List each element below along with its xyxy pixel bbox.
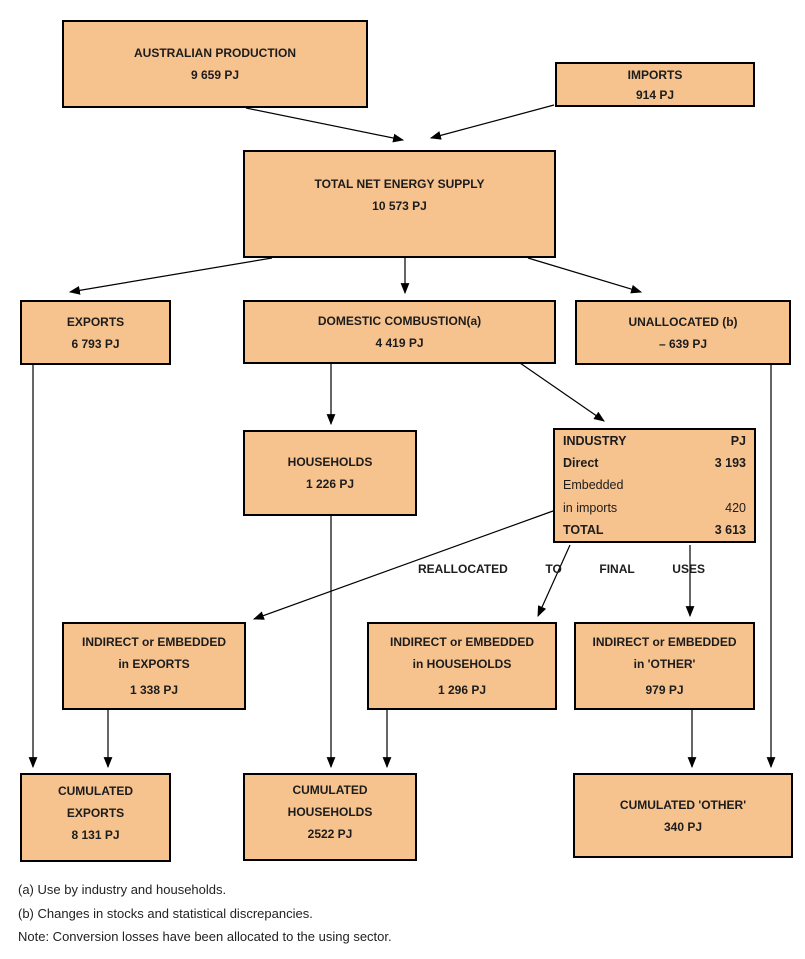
industry-row-value: 3 193 (714, 456, 746, 471)
node-value: 4 419 PJ (375, 336, 424, 350)
node-subtitle: HOUSEHOLDS (287, 805, 373, 819)
node-title: CUMULATED (57, 783, 134, 798)
node-cumulated-households: CUMULATED HOUSEHOLDS 2522 PJ (243, 773, 417, 861)
node-value: 914 PJ (635, 87, 675, 102)
footnote-a: (a) Use by industry and households. (18, 882, 227, 897)
caption-word: TO (545, 562, 562, 576)
node-title: INDIRECT or EMBEDDED (81, 635, 226, 649)
arrow-industry-to-indirect-households (537, 544, 571, 618)
node-title: EXPORTS (66, 314, 125, 329)
node-title: INDIRECT or EMBEDDED (389, 635, 534, 649)
industry-row-label: Direct (563, 456, 599, 471)
industry-row-label: in imports (563, 500, 618, 515)
node-cumulated-other: CUMULATED 'OTHER' 340 PJ (573, 773, 793, 858)
node-title: CUMULATED (292, 783, 368, 797)
node-title: TOTAL NET ENERGY SUPPLY (314, 177, 485, 191)
industry-label: INDUSTRY (563, 433, 627, 448)
node-indirect-embedded-other: INDIRECT or EMBEDDED in 'OTHER' 979 PJ (574, 622, 755, 710)
caption-word: FINAL (599, 562, 635, 576)
node-title: UNALLOCATED (b) (628, 314, 738, 329)
node-value: 1 338 PJ (129, 683, 179, 697)
node-indirect-embedded-exports: INDIRECT or EMBEDDED in EXPORTS 1 338 PJ (62, 622, 246, 710)
industry-row-label: Embedded (563, 478, 624, 493)
node-imports: IMPORTS 914 PJ (555, 62, 755, 107)
node-cumulated-exports: CUMULATED EXPORTS 8 131 PJ (20, 773, 171, 862)
node-value: 8 131 PJ (71, 827, 120, 842)
node-title: HOUSEHOLDS (287, 455, 373, 469)
node-value: 9 659 PJ (190, 68, 240, 82)
industry-header-row: INDUSTRY PJ (563, 430, 746, 452)
node-title: DOMESTIC COMBUSTION(a) (317, 314, 482, 328)
node-households: HOUSEHOLDS 1 226 PJ (243, 430, 417, 516)
footnote-b: (b) Changes in stocks and statistical di… (18, 905, 313, 921)
arrow-total-to-unallocated (527, 257, 643, 294)
node-subtitle: EXPORTS (66, 805, 125, 820)
node-value: – 639 PJ (658, 336, 708, 351)
footnote-note: Note: Conversion losses have been alloca… (18, 929, 392, 944)
caption-word: REALLOCATED (418, 562, 508, 576)
arrow-industry-to-indirect-exports (252, 510, 554, 620)
node-value: 1 226 PJ (305, 477, 355, 491)
node-subtitle: in EXPORTS (118, 657, 190, 671)
node-value: 6 793 PJ (71, 336, 120, 351)
node-indirect-embedded-households: INDIRECT or EMBEDDED in HOUSEHOLDS 1 296… (367, 622, 557, 710)
industry-unit: PJ (730, 433, 746, 448)
node-title: CUMULATED 'OTHER' (619, 797, 747, 812)
node-exports: EXPORTS 6 793 PJ (20, 300, 171, 365)
node-subtitle: in HOUSEHOLDS (412, 657, 512, 671)
industry-row-value: 420 (725, 500, 746, 515)
node-title: IMPORTS (627, 67, 683, 82)
footnotes: (a) Use by industry and households. (b) … (18, 878, 392, 949)
industry-row-value: 3 613 (714, 522, 746, 537)
caption-word: USES (672, 562, 705, 576)
arrow-total-to-exports (68, 257, 273, 295)
industry-embedded-row: Embedded (563, 474, 746, 496)
node-subtitle: in 'OTHER' (633, 657, 696, 671)
industry-direct-row: Direct 3 193 (563, 452, 746, 474)
node-value: 979 PJ (645, 683, 684, 697)
node-value: 2522 PJ (307, 827, 353, 841)
node-value: 340 PJ (663, 819, 703, 834)
arrow-imports-to-total (429, 104, 555, 140)
node-domestic-combustion: DOMESTIC COMBUSTION(a) 4 419 PJ (243, 300, 556, 364)
node-total-net-energy-supply: TOTAL NET ENERGY SUPPLY 10 573 PJ (243, 150, 556, 258)
industry-total-row: TOTAL 3 613 (563, 519, 746, 541)
industry-in-imports-row: in imports 420 (563, 497, 746, 519)
node-unallocated: UNALLOCATED (b) – 639 PJ (575, 300, 791, 365)
node-title: INDIRECT or EMBEDDED (592, 635, 737, 649)
arrow-production-to-total (245, 107, 405, 143)
industry-row-label: TOTAL (563, 522, 604, 537)
node-australian-production: AUSTRALIAN PRODUCTION 9 659 PJ (62, 20, 368, 108)
arrow-domestic-to-industry (519, 362, 605, 422)
node-value: 1 296 PJ (437, 683, 487, 697)
node-title: AUSTRALIAN PRODUCTION (134, 46, 296, 60)
node-value: 10 573 PJ (372, 199, 427, 213)
node-industry: INDUSTRY PJ Direct 3 193 Embedded in imp… (553, 428, 756, 543)
reallocated-caption: REALLOCATED TO FINAL USES (418, 562, 705, 576)
